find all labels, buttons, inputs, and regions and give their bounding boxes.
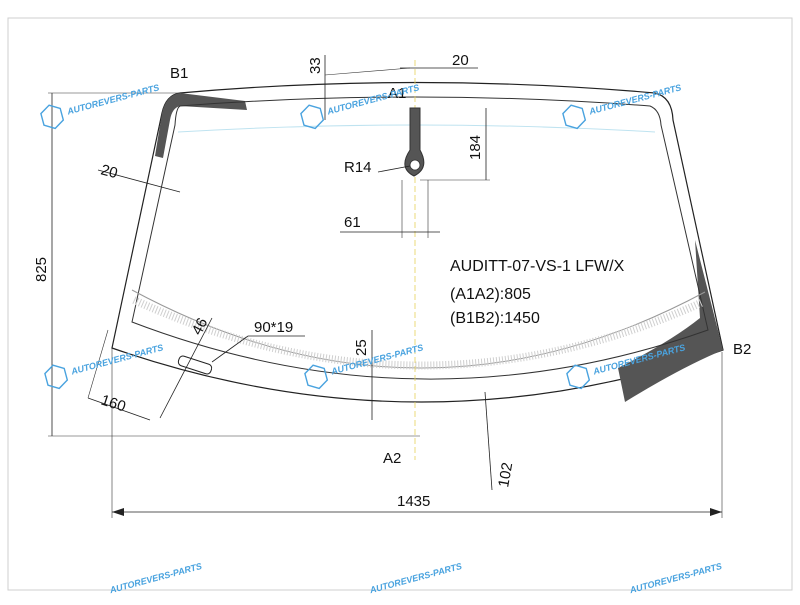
frit-top-left (155, 93, 247, 158)
point-a1-label: A1 (388, 85, 406, 102)
point-a2-label: A2 (383, 450, 401, 467)
frit-right (618, 240, 723, 402)
model-code: AUDITT-07-VS-1 LFW/X (450, 258, 625, 275)
watermark-text: AUTOREVERS-PARTS (65, 82, 160, 117)
vin-window (177, 355, 213, 375)
sensor-hole (409, 159, 421, 171)
dim-radius-leader (377, 165, 411, 173)
dim-vin-label: 90*19 (254, 319, 293, 336)
watermark-logo-icon (40, 104, 65, 130)
dim-sensor-height-label: 184 (467, 135, 484, 160)
watermark-logo-icon (44, 364, 69, 390)
watermark-logo-icon (304, 364, 329, 390)
dim-side-band-line (97, 169, 181, 193)
dim-bottom-edge-label: 102 (495, 461, 516, 489)
dim-bottom-edge-line (484, 391, 493, 491)
dim-lower-left-label: 160 (99, 392, 128, 416)
sensor-tab (404, 107, 425, 177)
watermark-logo-icon (300, 104, 325, 130)
dim-sensor-offset-label: 61 (344, 214, 361, 231)
dim-total-width-arrow-right (710, 508, 722, 516)
dim-total-width-arrow-left (112, 508, 124, 516)
dim-height-label: 825 (33, 257, 50, 282)
watermark-logo-icon (566, 364, 591, 390)
dim-lower-left-line (87, 397, 151, 421)
dim-corner-offset-label: 46 (189, 315, 212, 338)
dim-top-band-ext (324, 67, 411, 76)
point-b1-label: B1 (170, 65, 188, 82)
dim-side-band-label: 20 (99, 161, 120, 182)
dim-bottom-band-label: 25 (353, 339, 370, 356)
dim-vin-leader (211, 335, 249, 363)
dim-lower-left-ext (87, 329, 109, 399)
inner-print-line (131, 96, 709, 380)
b1b2-measure: (B1B2):1450 (450, 310, 540, 327)
dim-corner-offset-line (159, 317, 213, 419)
dim-radius-label: R14 (344, 159, 372, 176)
point-b2-label: B2 (733, 341, 751, 358)
dim-total-width-label: 1435 (397, 493, 430, 510)
watermark-1: AUTOREVERS-PARTS (40, 82, 160, 130)
page-frame (7, 17, 793, 591)
dotted-band-fill (132, 296, 705, 370)
watermark-logo-icon (562, 104, 587, 130)
dim-top-band-label: 33 (307, 57, 324, 74)
dim-sensor-width-label: 20 (452, 52, 469, 69)
a1a2-measure: (A1A2):805 (450, 286, 531, 303)
